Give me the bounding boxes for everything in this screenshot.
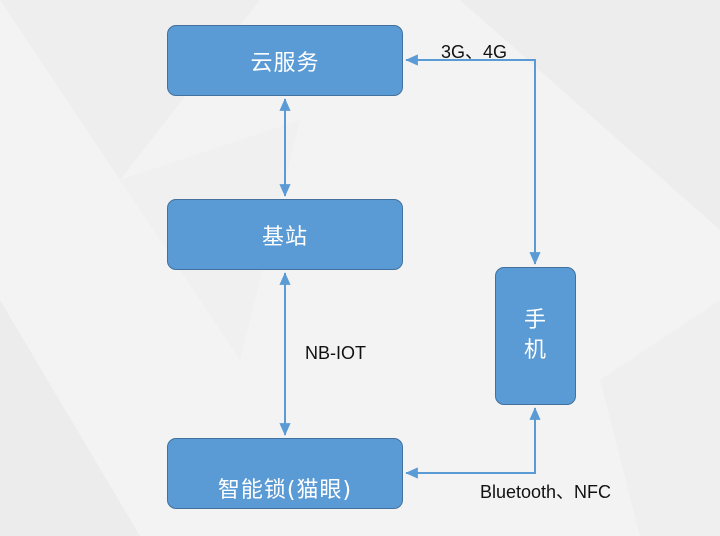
- node-lock-label: 智能锁(猫眼): [217, 477, 353, 503]
- node-phone-label-2: 机: [523, 338, 547, 363]
- node-cloud-service: 云服务: [167, 25, 403, 96]
- edge-label-base-lock: NB-IOT: [305, 343, 366, 363]
- node-base-station: 基站: [167, 199, 403, 270]
- node-cloud-label: 云服务: [250, 50, 320, 76]
- node-smart-lock: 智能锁(猫眼): [167, 438, 403, 509]
- edge-lock-phone: [405, 407, 541, 479]
- node-base-label: 基站: [261, 224, 308, 250]
- node-phone-label-1: 手: [523, 308, 547, 333]
- edge-label-lock-phone: Bluetooth、NFC: [480, 482, 612, 502]
- edge-cloud-phone: [405, 54, 541, 265]
- node-phone: 手 机: [495, 267, 576, 405]
- edge-label-cloud-phone: 3G、4G: [441, 42, 508, 62]
